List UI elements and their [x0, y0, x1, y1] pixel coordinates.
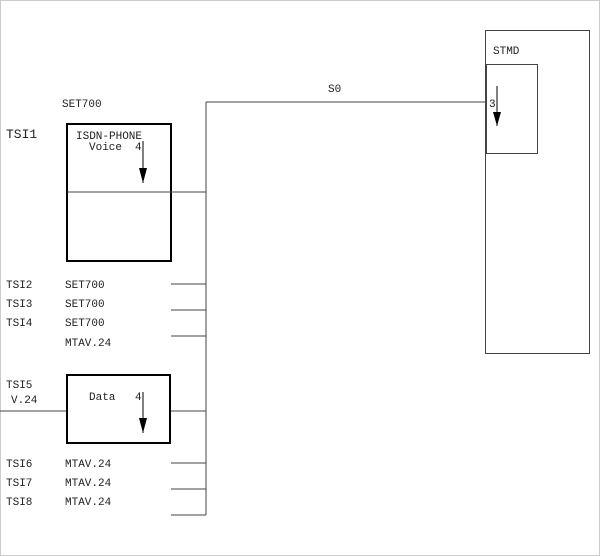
tsi5-label: TSI5	[6, 380, 32, 392]
tsi6-device: MTAV.24	[65, 459, 112, 471]
tsi7-device: MTAV.24	[65, 478, 112, 490]
v24-label: V.24	[11, 395, 38, 407]
tsi3-label: TSI3	[6, 299, 32, 311]
tsi8-label: TSI8	[6, 497, 32, 509]
stmd-port-box	[486, 64, 538, 154]
stmd-port-number: 3	[489, 99, 496, 111]
data-port: 4	[135, 392, 142, 404]
stmd-box	[485, 30, 590, 354]
tsi1-label: TSI1	[6, 127, 37, 142]
s0-label: S0	[328, 84, 341, 96]
tsi4-device: SET700	[65, 318, 105, 330]
data-box	[66, 374, 171, 444]
tsi1-device: SET700	[62, 99, 102, 111]
voice-label: Voice	[89, 142, 122, 154]
isdn-phone-title: ISDN-PHONE	[76, 131, 142, 143]
tsi2-device: SET700	[65, 280, 105, 292]
arrow-down-icon	[139, 168, 147, 183]
stmd-label: STMD	[493, 46, 520, 58]
tsi6-label: TSI6	[6, 459, 32, 471]
voice-port: 4	[135, 142, 142, 154]
tsi2-label: TSI2	[6, 280, 32, 292]
data-label: Data	[89, 392, 116, 404]
tsi3-device: SET700	[65, 299, 105, 311]
tsi7-label: TSI7	[6, 478, 32, 490]
arrow-down-icon	[493, 112, 501, 126]
tsi4-device-2: MTAV.24	[65, 338, 112, 350]
tsi8-device: MTAV.24	[65, 497, 112, 509]
tsi4-label: TSI4	[6, 318, 33, 330]
arrow-down-icon	[139, 418, 147, 433]
